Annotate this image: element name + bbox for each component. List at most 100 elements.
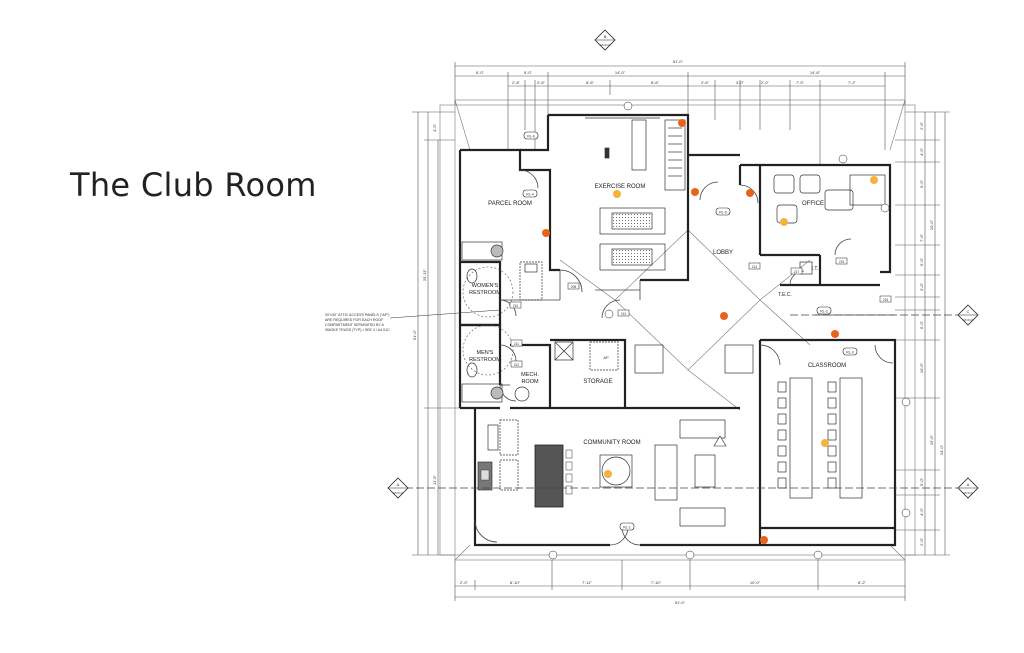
dim-left-4: 11'-9" <box>432 474 437 484</box>
office-furniture <box>773 174 886 275</box>
dim-overall-bottom: 51'-0" <box>675 600 686 605</box>
note-line-1: 20"x30" ATTIC ACCESS PANELS ("AP") <box>325 313 390 317</box>
door-tag-labels: 208 210 211 212 213 214 215 216 217 <box>513 260 889 367</box>
dim-right-11: 5'-0" <box>919 477 924 486</box>
light-orange <box>831 330 839 338</box>
light-yellow <box>821 439 829 447</box>
room-label-community: COMMUNITY ROOM <box>583 440 640 446</box>
room-label-mech-1: MECH. <box>521 372 539 378</box>
dim-top-1: 6'-0" <box>476 70 485 75</box>
room-label-womens-2: RESTROOM <box>469 290 501 296</box>
dim-bottom-1: 2'-0" <box>460 580 469 585</box>
room-label-storage: STORAGE <box>583 379 612 385</box>
door-tag-4: 212 <box>514 363 520 367</box>
room-label-classroom: CLASSROOM <box>808 363 846 369</box>
dim-row2-5: 2'-6" <box>701 80 710 85</box>
door-tag-5: 213 <box>621 312 627 316</box>
tag-4: RL-2 <box>820 310 828 314</box>
dim-left-2: 25'-11" <box>422 268 427 281</box>
room-label-womens-1: WOMEN'S <box>472 283 499 289</box>
dim-row2-3: 8'-6" <box>586 80 595 85</box>
tag-3: RL-6 <box>719 211 727 215</box>
dim-left-1: 4'-0" <box>432 123 437 132</box>
tag-6: RL-1 <box>623 526 631 530</box>
marker-right-c-sheet: A5.01C <box>963 318 974 322</box>
exercise-equipment <box>585 117 686 271</box>
section-marker-right-a: A A5.01C <box>957 477 979 499</box>
note-line-4: SMOKE TRUSS (TYP) • SEE 3 / A4.01C <box>325 328 390 332</box>
note-line-3: COMPARTMENT SEPARATED BY A <box>325 323 385 327</box>
dim-bottom-3: 7'-11" <box>582 580 592 585</box>
dim-row2-4: 8'-6" <box>651 80 660 85</box>
light-orange <box>678 119 686 127</box>
door-tag-6: 214 <box>752 265 758 269</box>
dim-right-1: 2'-6" <box>919 121 924 130</box>
room-labels: EXERCISE ROOM PARCEL ROOM OFFICE LOBBY I… <box>469 184 846 446</box>
marker-right-a-sheet: A5.01C <box>963 491 974 495</box>
slide-title: The Club Room <box>70 166 317 204</box>
dim-right-13: 4'-0" <box>919 507 924 516</box>
windows <box>520 164 896 546</box>
dim-right-5: 7'-6" <box>919 233 924 242</box>
dim-row2-9: 7'-2" <box>848 80 857 85</box>
classroom-furniture <box>777 377 863 499</box>
light-orange <box>746 189 754 197</box>
dim-right-4: 10'-0" <box>929 219 934 230</box>
dimension-lines <box>412 62 950 601</box>
dim-left-3: 51'-0" <box>412 329 417 340</box>
room-label-it: I.T. <box>812 266 819 272</box>
dim-right-3: 9'-0" <box>919 179 924 188</box>
marker-top-sheet: A5.01C <box>600 43 611 47</box>
dim-row2-8: 7'-0" <box>796 80 805 85</box>
dim-right-10: 15'-6" <box>929 434 934 445</box>
dim-bottom-6: 8'-2" <box>858 580 867 585</box>
light-orange <box>720 312 728 320</box>
marker-right-c-letter: C <box>967 309 970 314</box>
light-fixtures <box>542 119 878 544</box>
door-tag-9: 217 <box>794 270 800 274</box>
dim-right-8: 6'-0" <box>919 320 924 329</box>
dim-row2-6: 3'-0" <box>736 80 745 85</box>
room-label-mens-1: MEN'S <box>477 350 494 356</box>
light-yellow <box>870 176 878 184</box>
light-yellow <box>780 218 788 226</box>
room-label-mech-2: ROOM <box>521 379 539 385</box>
light-yellow <box>604 470 612 478</box>
dim-right-9: 10'-6" <box>919 362 924 373</box>
door-tag-1: 208 <box>571 285 577 289</box>
marker-left-letter: A <box>397 482 400 487</box>
dim-bottom-5: 10'-0" <box>750 580 761 585</box>
turning-circles <box>462 266 514 376</box>
light-yellow <box>613 190 621 198</box>
light-orange <box>542 229 550 237</box>
marker-top-letter: B <box>604 34 607 39</box>
dim-row2-2: 2'-6" <box>537 80 546 85</box>
door-tags <box>509 257 892 368</box>
room-label-office: OFFICE <box>802 201 824 207</box>
attic-access-note: 20"x30" ATTIC ACCESS PANELS ("AP") ARE R… <box>325 309 501 332</box>
dim-right-14: 2'-0" <box>919 537 924 546</box>
section-marker-top: B A5.01C <box>594 29 616 51</box>
note-line-2: ARE REQUIRED FOR EACH ROOF <box>325 318 384 322</box>
door-tag-7: 215 <box>839 260 845 264</box>
dim-bottom-2: 8'-10" <box>510 580 521 585</box>
room-label-parcel: PARCEL ROOM <box>488 201 532 207</box>
dim-top-3: 14'-0" <box>615 70 626 75</box>
warning-triangle-icon <box>713 435 727 447</box>
dim-right-6: 5'-0" <box>919 257 924 266</box>
tag-1: RL-6 <box>527 135 535 139</box>
dimension-labels: 51'-0" 6'-0" 5'-0" 14'-0" 14'-8" 2'-8" 2… <box>412 59 944 605</box>
door-tag-8: 216 <box>883 298 889 302</box>
dim-bottom-4: 7'-10" <box>651 580 662 585</box>
kitchen-counter <box>477 444 573 508</box>
light-orange <box>760 536 768 544</box>
dim-right-12: 24'-0" <box>939 444 944 455</box>
light-orange <box>691 188 699 196</box>
fixture-tag-labels: RL-6 RL-4 RL-6 RL-2 RL-3 RL-1 <box>526 135 854 530</box>
section-marker-right-c: C A5.01C <box>957 304 979 326</box>
dim-top-2: 5'-0" <box>524 70 533 75</box>
tag-2: RL-4 <box>526 193 534 197</box>
door-tag-2: 210 <box>513 304 519 308</box>
community-furniture <box>487 344 754 527</box>
